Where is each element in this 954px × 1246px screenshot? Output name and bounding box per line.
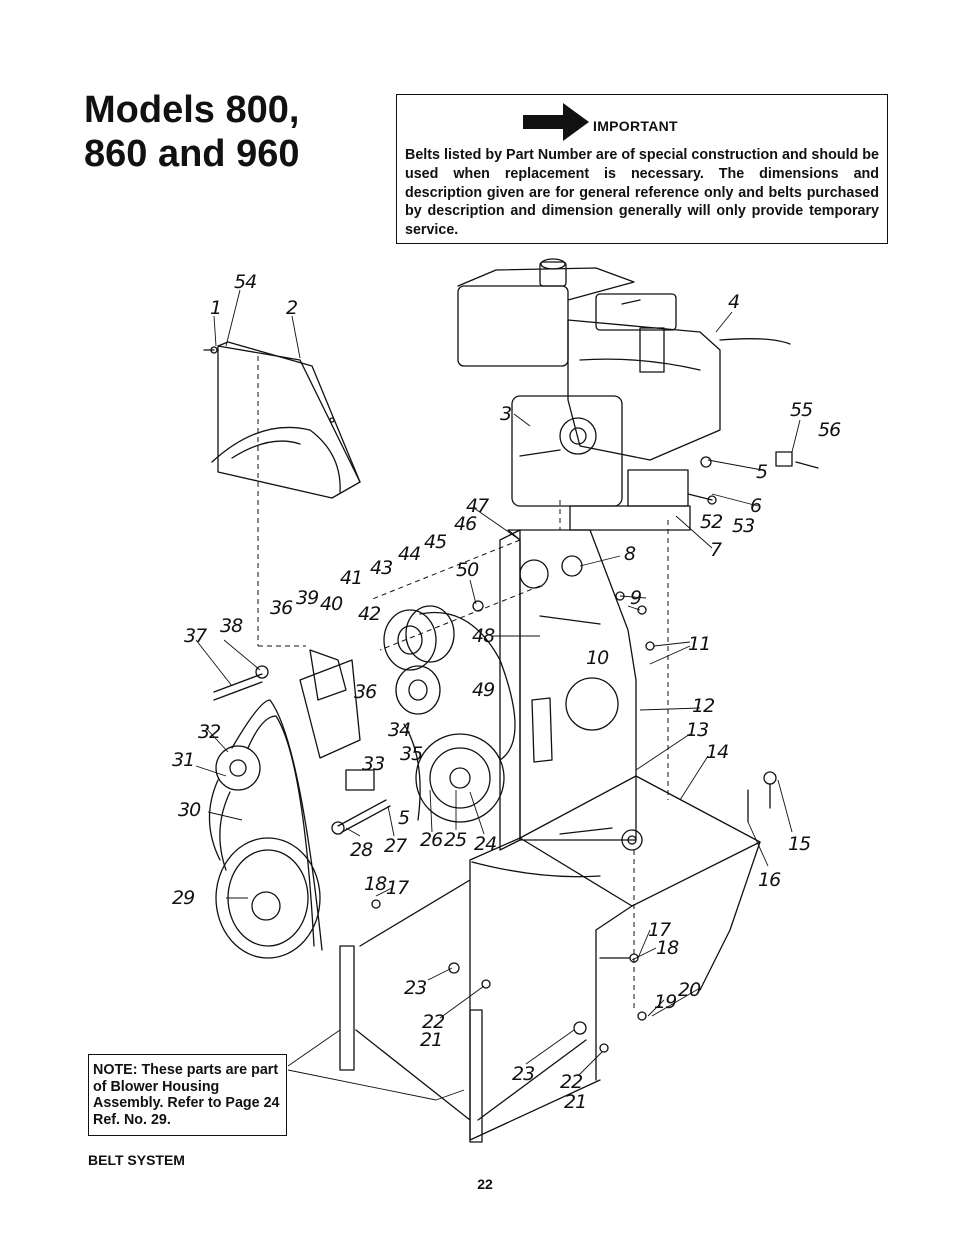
callout-12: 12	[692, 695, 714, 717]
callout-32: 32	[198, 721, 220, 743]
callout-49: 49	[472, 679, 494, 701]
callout-4: 4	[728, 291, 739, 313]
callout-53: 53	[732, 515, 754, 537]
callout-23-upper: 23	[404, 977, 426, 999]
callout-44: 44	[398, 543, 420, 565]
callout-29: 29	[172, 887, 194, 909]
callout-21-upper: 21	[420, 1029, 442, 1051]
callout-35: 35	[400, 743, 423, 765]
callout-27: 27	[384, 835, 407, 857]
blower-housing-drawing	[339, 775, 761, 1143]
callout-36-lower: 36	[354, 681, 377, 703]
callout-2: 2	[286, 297, 297, 319]
pulleys-and-belts-drawing	[208, 605, 516, 959]
callout-38: 38	[220, 615, 243, 637]
arrow-right-icon	[523, 103, 589, 141]
callout-41: 41	[340, 567, 362, 589]
callout-31: 31	[172, 749, 194, 771]
important-notice-box: IMPORTANT Belts listed by Part Number ar…	[396, 94, 888, 244]
callout-47: 47	[466, 495, 489, 517]
callout-25: 25	[444, 829, 467, 851]
note-box: NOTE: These parts are part of Blower Hou…	[88, 1054, 287, 1136]
page-title: Models 800, 860 and 960	[84, 88, 299, 176]
callout-11: 11	[688, 633, 710, 655]
callout-46: 46	[454, 513, 477, 535]
callout-21-lower: 21	[564, 1091, 586, 1113]
callout-34: 34	[388, 719, 410, 741]
callout-17-upper: 17	[386, 877, 409, 899]
callout-13: 13	[686, 719, 708, 741]
callout-37: 37	[184, 625, 207, 647]
callout-14: 14	[706, 741, 728, 763]
callout-15: 15	[788, 833, 811, 855]
frame-plate-drawing	[499, 529, 655, 851]
belt-cover-drawing	[203, 341, 361, 499]
callout-17-lower: 17	[648, 919, 671, 941]
callout-numbers: 54 1 2 4 3 55 56 5 6 52 53 7 47 46 8 45 …	[172, 271, 842, 1113]
callout-20: 20	[678, 979, 701, 1001]
callout-54: 54	[234, 271, 256, 293]
callout-52: 52	[700, 511, 722, 533]
page-number: 22	[477, 1176, 493, 1192]
callout-10: 10	[586, 647, 609, 669]
callout-56: 56	[818, 419, 841, 441]
callout-36-upper: 36	[270, 597, 293, 619]
callout-26: 26	[420, 829, 443, 851]
callout-48: 48	[472, 625, 495, 647]
figure-caption: BELT SYSTEM	[88, 1152, 185, 1168]
callout-40: 40	[320, 593, 343, 615]
callout-8: 8	[624, 543, 636, 565]
note-text: NOTE: These parts are part of Blower Hou…	[93, 1062, 280, 1128]
callout-33: 33	[362, 753, 384, 775]
callout-42: 42	[358, 603, 380, 625]
callout-22-upper: 22	[422, 1011, 444, 1033]
callout-1: 1	[210, 297, 221, 319]
important-body-text: Belts listed by Part Number are of speci…	[405, 147, 879, 239]
callout-19: 19	[654, 991, 676, 1013]
callout-23-lower: 23	[512, 1063, 534, 1085]
important-heading: IMPORTANT	[523, 103, 678, 141]
callout-3: 3	[500, 403, 511, 425]
leader-lines	[195, 289, 801, 1101]
callout-18-upper: 18	[364, 873, 387, 895]
engine-drawing	[457, 258, 791, 531]
hardware-drawing	[371, 451, 819, 1053]
important-heading-text: IMPORTANT	[593, 118, 678, 134]
callout-7: 7	[710, 539, 722, 561]
callout-24: 24	[474, 833, 496, 855]
title-line-2: 860 and 960	[84, 133, 300, 175]
title-line-1: Models 800,	[84, 89, 300, 131]
callout-9: 9	[630, 587, 641, 609]
callout-39: 39	[296, 587, 318, 609]
callout-16: 16	[758, 869, 781, 891]
callout-22-lower: 22	[560, 1071, 582, 1093]
callout-50: 50	[456, 559, 479, 581]
callout-6: 6	[750, 495, 762, 517]
callout-30: 30	[178, 799, 201, 821]
callout-28: 28	[350, 839, 373, 861]
callout-5-lower: 5	[398, 807, 410, 829]
alignment-lines	[257, 356, 669, 1010]
callout-5: 5	[756, 461, 768, 483]
callout-55: 55	[790, 399, 813, 421]
callout-43: 43	[370, 557, 392, 579]
callout-18-lower: 18	[656, 937, 679, 959]
callout-45: 45	[424, 531, 447, 553]
